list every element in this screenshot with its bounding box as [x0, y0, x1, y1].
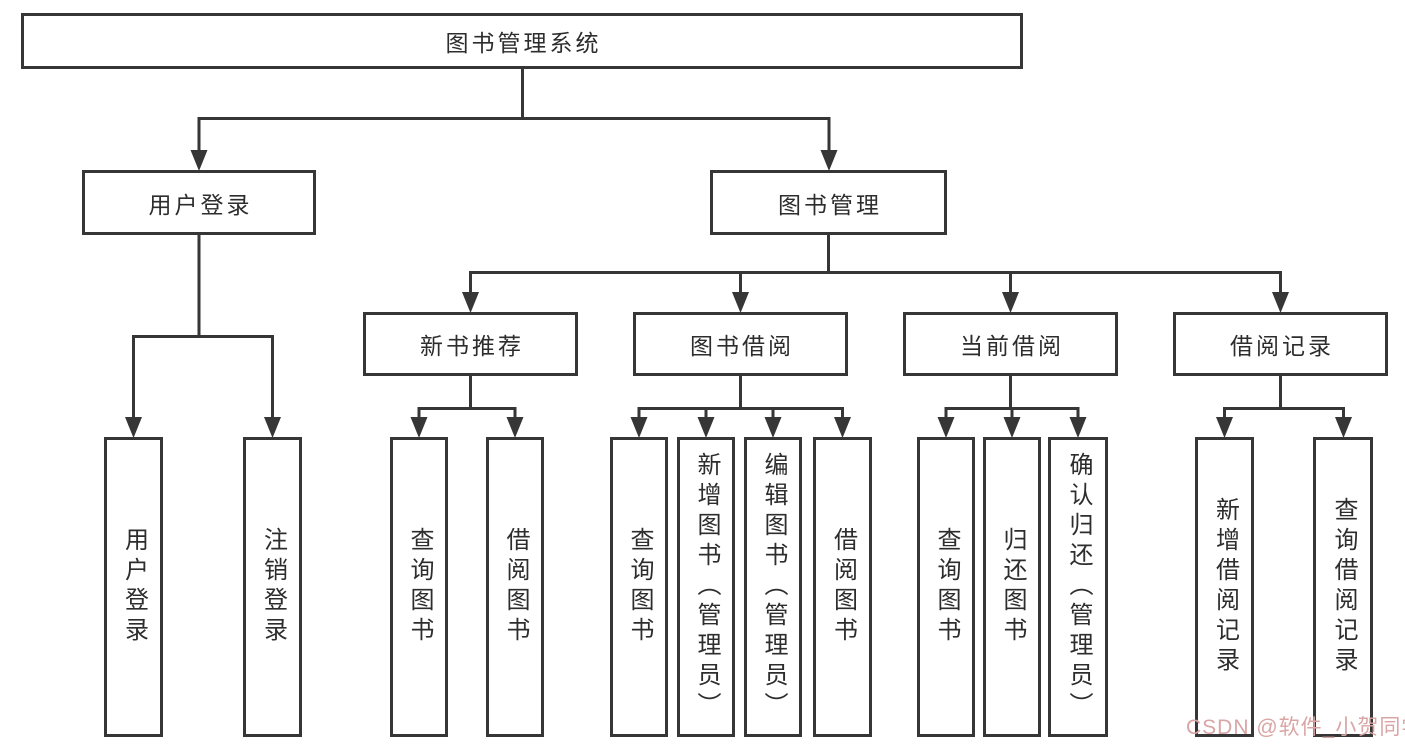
- leaf-query-books-current-label: 查询图书: [933, 527, 960, 647]
- connector-book-borrow-branch: [630, 375, 851, 438]
- node-borrowing-records-label: 借阅记录: [1230, 333, 1334, 359]
- leaf-query-books-recommend: 查询图书: [390, 437, 448, 737]
- leaf-query-books-recommend-label: 查询图书: [406, 527, 433, 647]
- node-book-management: 图书管理: [710, 170, 947, 235]
- connector-user-login-branch: [125, 233, 281, 438]
- leaf-borrow-books: 借阅图书: [813, 437, 872, 737]
- leaf-query-books-borrow-label: 查询图书: [626, 527, 653, 647]
- leaf-add-books-admin-label: 新增图书（管理员）: [693, 452, 720, 722]
- leaf-add-books-admin: 新增图书（管理员）: [677, 437, 735, 737]
- leaf-user-login: 用户登录: [104, 437, 163, 737]
- connector-root-branch: [190, 68, 838, 171]
- node-book-management-label: 图书管理: [778, 191, 882, 218]
- node-book-borrowing-label: 图书借阅: [690, 333, 794, 359]
- node-root-label: 图书管理系统: [445, 30, 602, 56]
- node-borrowing-records: 借阅记录: [1173, 312, 1388, 376]
- leaf-return-books: 归还图书: [983, 437, 1041, 737]
- leaf-edit-books-admin-label: 编辑图书（管理员）: [760, 452, 787, 722]
- node-user-login-label: 用户登录: [148, 191, 253, 218]
- watermark: CSDN @软件_小贺同学: [1186, 716, 1405, 739]
- leaf-logout: 注销登录: [243, 437, 302, 737]
- leaf-confirm-return-admin: 确认归还（管理员）: [1048, 437, 1108, 737]
- leaf-query-books-borrow: 查询图书: [610, 437, 668, 737]
- connector-records-branch: [1216, 375, 1352, 438]
- leaf-add-borrow-record: 新增借阅记录: [1195, 437, 1254, 737]
- leaf-query-books-current: 查询图书: [917, 437, 975, 737]
- node-new-book-recommendation: 新书推荐: [363, 312, 578, 376]
- leaf-logout-label: 注销登录: [259, 527, 287, 647]
- leaf-confirm-return-admin-label: 确认归还（管理员）: [1065, 452, 1092, 722]
- leaf-query-borrow-record: 查询借阅记录: [1313, 437, 1373, 737]
- connector-current-borrow-branch: [937, 375, 1087, 438]
- node-root: 图书管理系统: [21, 13, 1023, 69]
- node-current-borrowing: 当前借阅: [903, 312, 1118, 376]
- leaf-borrow-books-recommend-label: 借阅图书: [502, 527, 529, 647]
- leaf-add-borrow-record-label: 新增借阅记录: [1211, 497, 1239, 677]
- leaf-borrow-books-recommend: 借阅图书: [486, 437, 544, 737]
- node-user-login: 用户登录: [82, 170, 316, 235]
- leaf-query-borrow-record-label: 查询借阅记录: [1330, 497, 1357, 677]
- node-new-book-recommendation-label: 新书推荐: [420, 333, 524, 359]
- node-current-borrowing-label: 当前借阅: [960, 333, 1064, 359]
- leaf-edit-books-admin: 编辑图书（管理员）: [744, 437, 802, 737]
- connector-book-management-branch: [462, 233, 1289, 313]
- leaf-user-login-label: 用户登录: [120, 527, 148, 647]
- leaf-borrow-books-label: 借阅图书: [829, 527, 857, 647]
- connector-new-book-branch: [410, 375, 524, 438]
- node-book-borrowing: 图书借阅: [633, 312, 848, 376]
- leaf-return-books-label: 归还图书: [999, 527, 1026, 647]
